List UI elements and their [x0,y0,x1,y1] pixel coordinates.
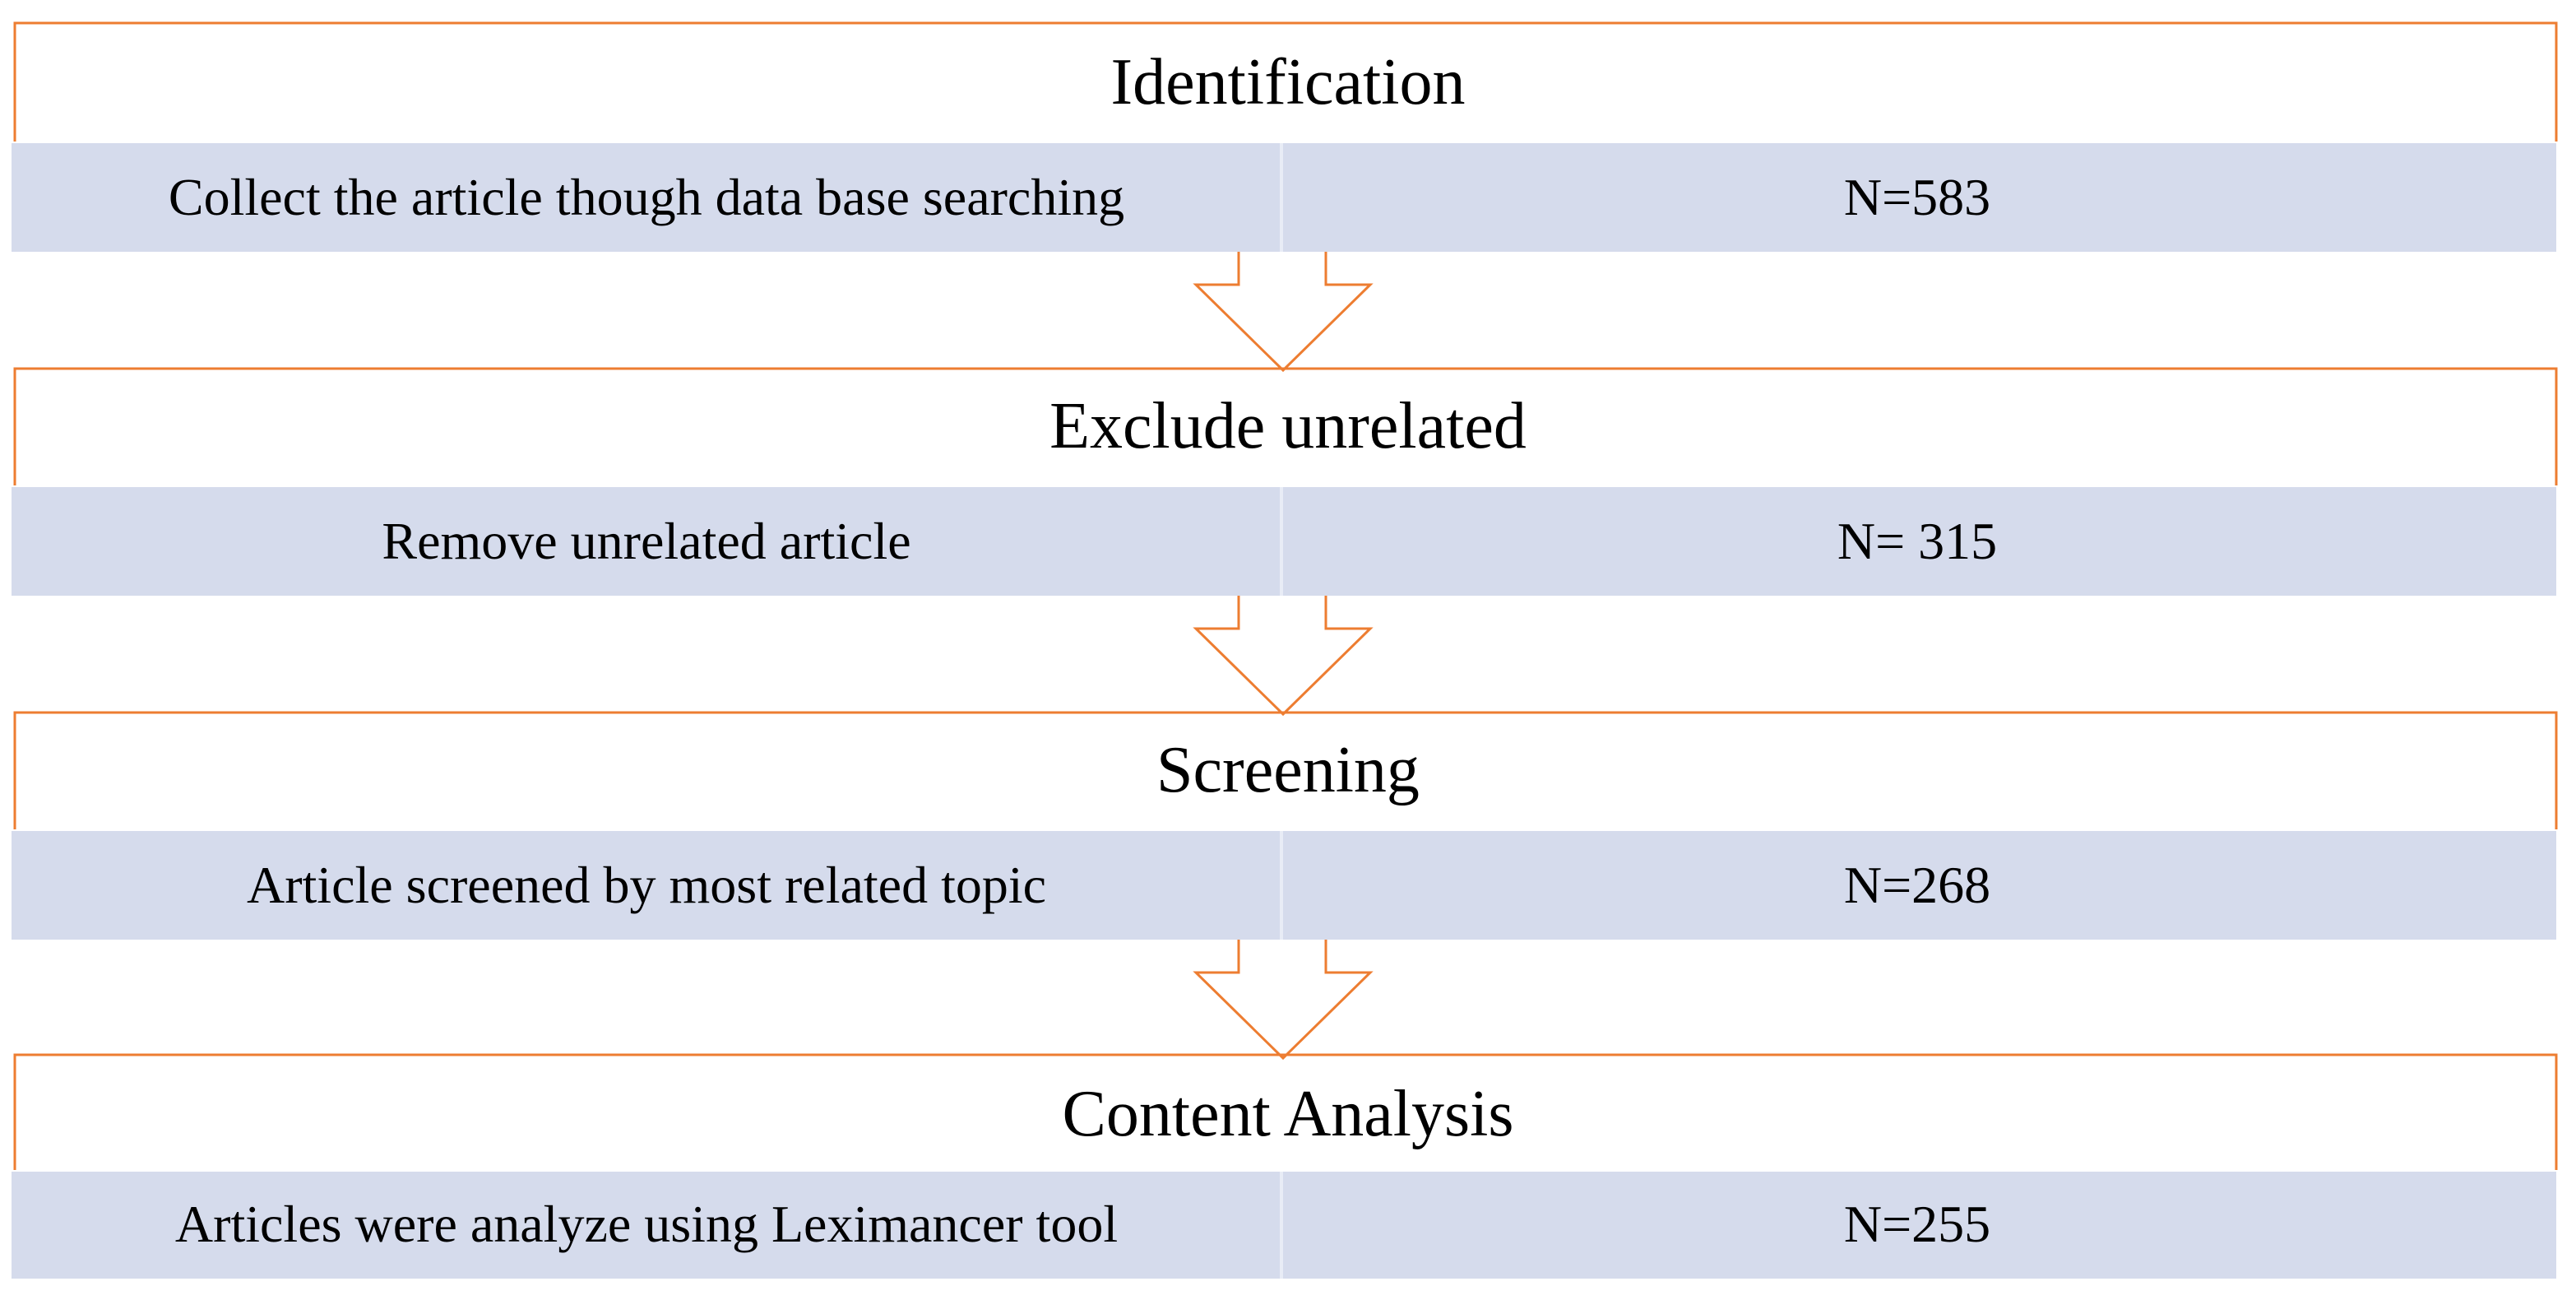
stage-title-exclude-unrelated: Exclude unrelated [1049,390,1527,462]
stage-frame [13,367,2558,485]
stage-row-background [12,831,2556,940]
stage-description: Collect the article though data base sea… [168,168,1125,226]
stage-frame [13,21,2558,142]
stage-row-background [12,143,2556,252]
stage-count: N=268 [1843,856,1991,914]
stage-row-background [12,1172,2556,1279]
down-arrow [1193,252,1374,373]
down-arrow [1193,940,1374,1061]
stage-count: N=583 [1843,168,1991,226]
stage-description: Remove unrelated article [382,512,911,570]
stage-exclude-unrelated [12,367,2558,596]
stage-frame [13,711,2558,829]
stage-screening [12,711,2558,940]
stage-title-screening: Screening [1156,734,1420,806]
stage-count: N=255 [1843,1195,1991,1253]
stage-frame [13,1053,2558,1170]
stage-row-background [12,487,2556,596]
stage-title-identification: Identification [1110,46,1466,118]
stage-title-content-analysis: Content Analysis [1062,1078,1514,1150]
stage-description: Article screened by most related topic [246,856,1047,914]
stage-count: N= 315 [1837,512,1998,570]
down-arrow [1193,596,1374,717]
stage-content-analysis [12,1053,2558,1279]
stage-description: Articles were analyze using Leximancer t… [174,1195,1119,1253]
stage-identification [12,21,2558,252]
